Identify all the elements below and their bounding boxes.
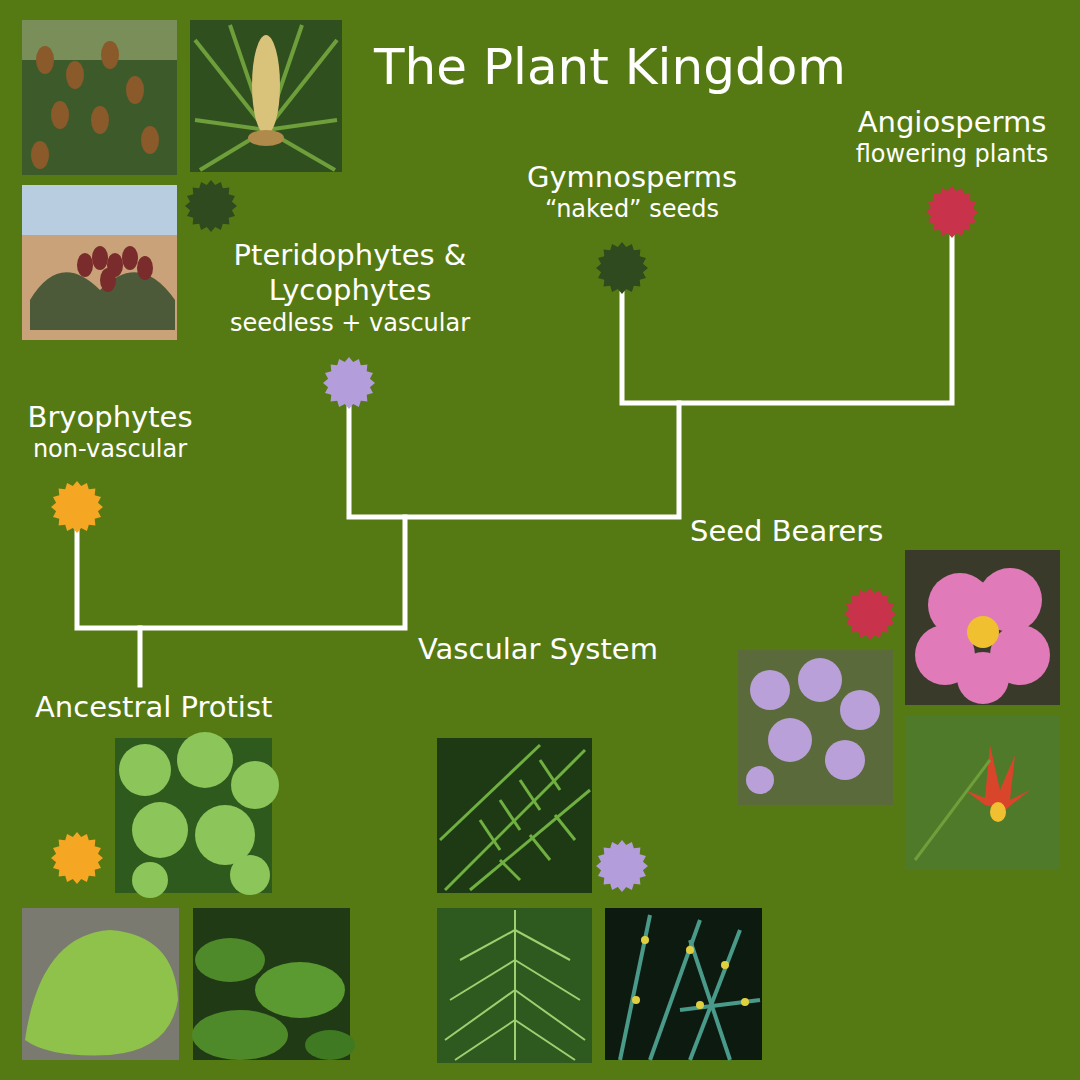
clade-name: Angiosperms [832,105,1072,140]
starburst-shape [596,242,648,294]
clade-name: Pteridophytes & Lycophytes [215,238,485,309]
clade-trait: flowering plants [832,140,1072,169]
branch-label: Ancestral Protist [35,690,272,724]
starburst-shape [323,357,375,409]
clade-trait: non-vascular [15,435,205,464]
starburst-shape [926,186,978,238]
fern-photo [437,738,592,893]
diagram-title: The Plant Kingdom [330,38,890,96]
tree-lines [77,237,952,685]
clade-node: Angiospermsflowering plants [832,105,1072,238]
moss-cushion-photo [22,908,179,1060]
welwitschia-photo [22,185,177,340]
branch-label: Vascular System [418,632,658,666]
clade-node: Bryophytesnon-vascular [15,400,205,535]
group-marker [596,840,648,892]
branch-label: Seed Bearers [690,514,883,548]
group-marker [844,588,896,640]
cycad-photo [190,20,342,172]
horsetail-photo [437,908,592,1063]
liverwort-photo [115,732,279,898]
clade-marker [924,184,980,240]
clade-trait: “naked” seeds [517,195,747,224]
starburst-shape [51,481,103,533]
clade-node: Gymnosperms“naked” seeds [517,160,747,295]
pinecone-photo [22,20,177,175]
group-marker [185,180,237,232]
clade-node: Pteridophytes & Lycophytesseedless + vas… [215,238,485,410]
rose-photo [905,550,1060,705]
whisk-fern-photo [605,908,762,1060]
columbine-photo [905,715,1060,870]
clade-name: Bryophytes [15,400,205,435]
mistflower-photo [738,650,893,805]
clade-trait: seedless + vascular [215,309,485,338]
group-marker [51,832,103,884]
moss-rocks-photo [192,908,355,1060]
clade-name: Gymnosperms [517,160,747,195]
clade-marker [594,240,650,296]
clade-marker [321,355,377,411]
clade-marker [49,479,105,535]
